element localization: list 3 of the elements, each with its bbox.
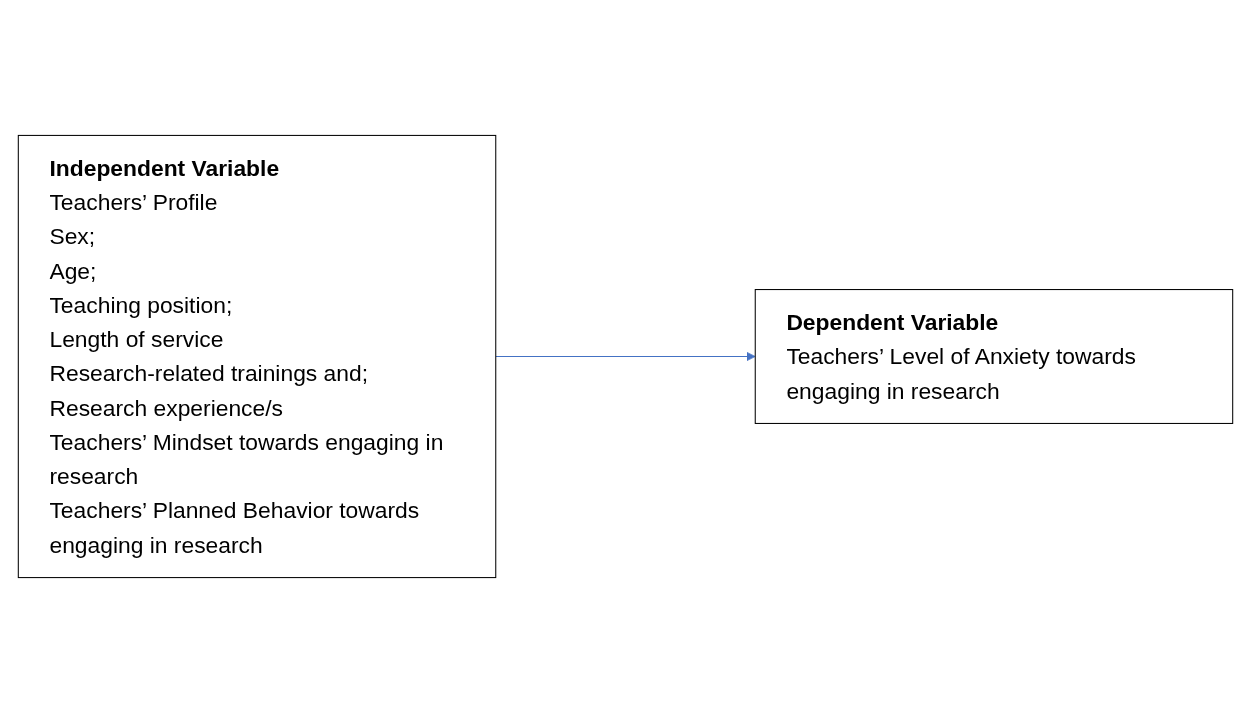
arrow bbox=[495, 351, 756, 362]
node-box: Dependent Variable Teachers’ Level of Anxiety towards engaging in research bbox=[754, 289, 1234, 424]
node-box: Independent Variable Teachers’ Profile Sex; Age; Teaching position; Length of service Research-related trainings and; Research experience/s Teachers’ Mindset towards engaging in research Teachers’ Planned Behavior towards engaging in research bbox=[17, 134, 497, 579]
